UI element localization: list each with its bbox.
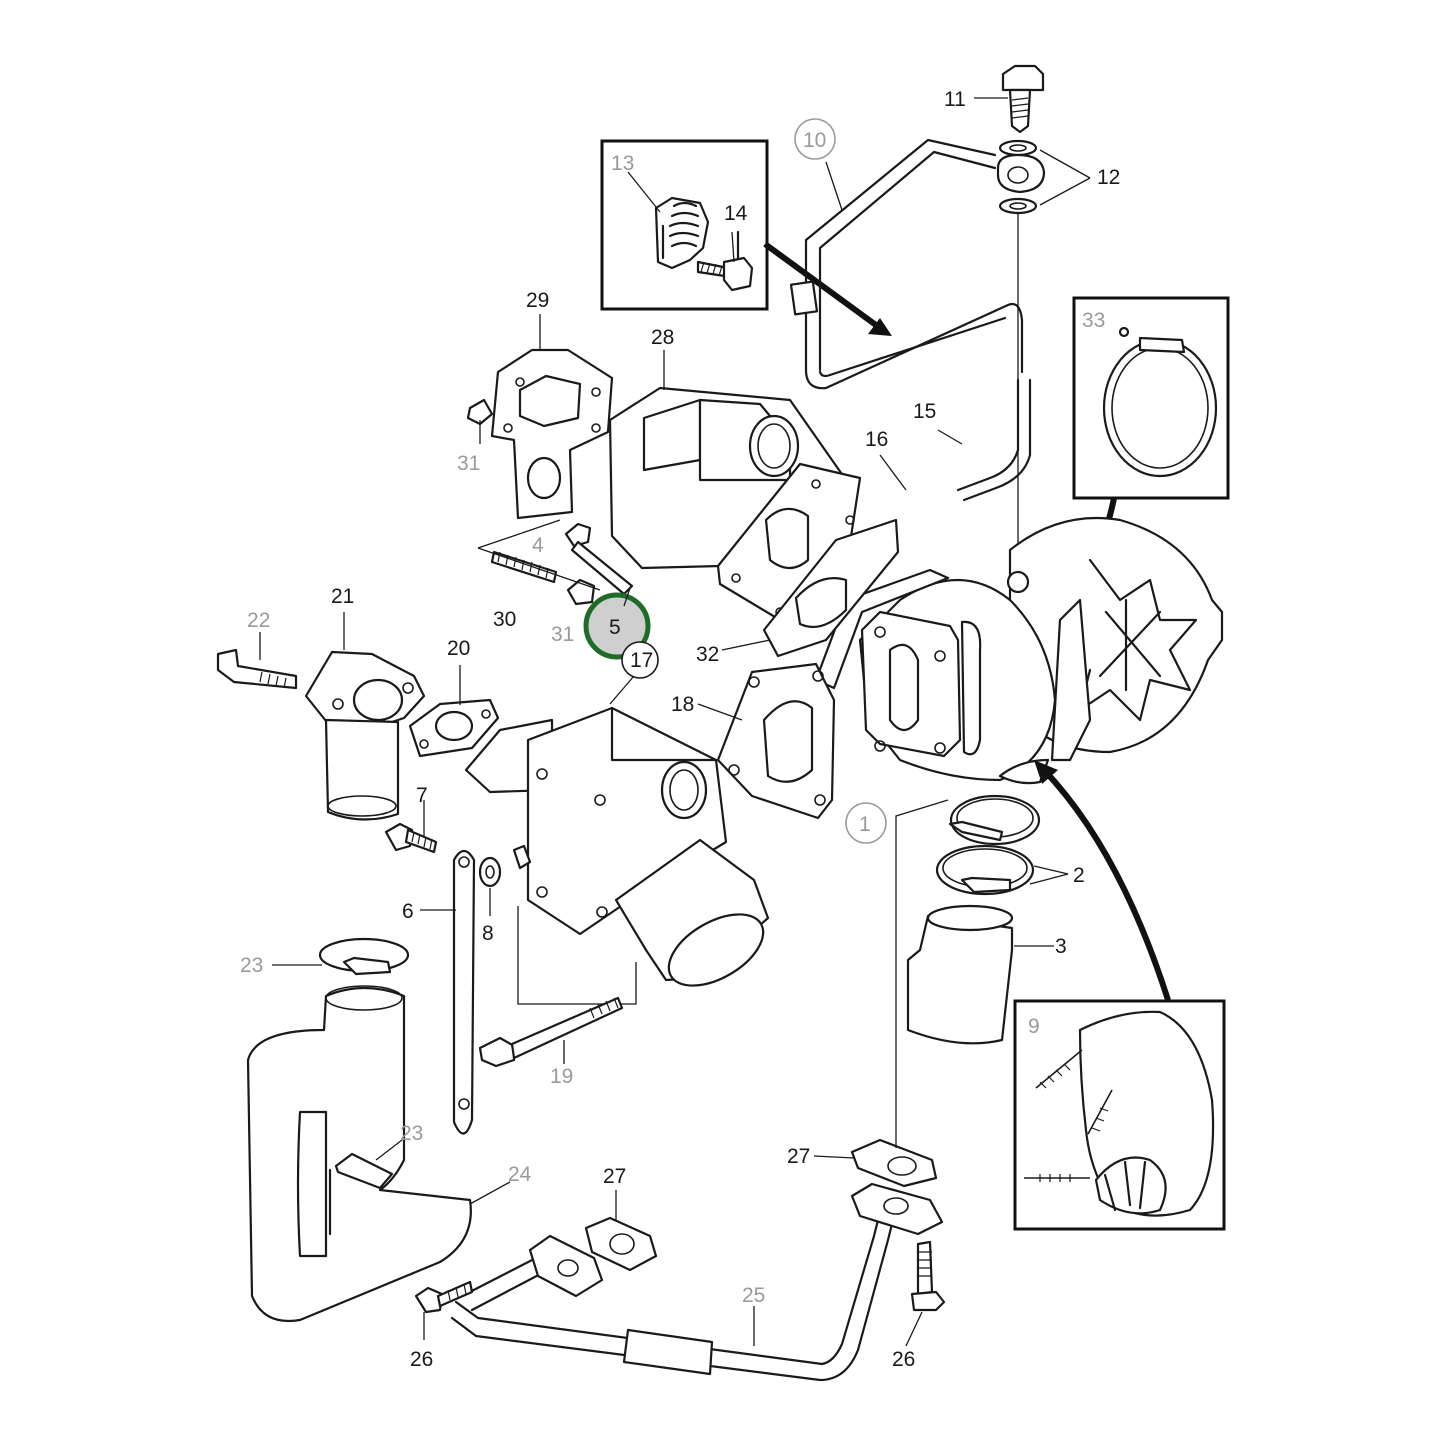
callout-4: 4 [532, 534, 544, 557]
elbow-gasket [762, 518, 900, 658]
callout-26-left: 26 [410, 1348, 433, 1371]
support-strap [384, 822, 624, 1135]
callout-1: 1 [859, 813, 871, 836]
callout-14: 14 [724, 202, 748, 225]
exhaust-elbow-lower [464, 706, 770, 1005]
mounting-bracket [466, 348, 614, 520]
return-pipe [414, 1210, 896, 1382]
callout-26-right: 26 [892, 1348, 915, 1371]
callout-33: 33 [1082, 309, 1105, 332]
callout-labels: 1 2 3 4 5 6 7 8 9 10 11 12 13 14 15 16 1… [240, 88, 1120, 1371]
pointer-arrow-outlet [1034, 760, 1171, 1001]
callout-27-right: 27 [787, 1145, 810, 1168]
callout-28: 28 [651, 326, 674, 349]
callout-8: 8 [482, 922, 494, 945]
callout-24: 24 [508, 1163, 532, 1186]
inset-box-clamp [1072, 296, 1230, 500]
hose-clamps [935, 794, 1041, 896]
callout-18: 18 [671, 693, 694, 716]
callout-31-upper: 31 [457, 452, 480, 475]
callout-20: 20 [447, 637, 470, 660]
inset-box-clip [600, 139, 769, 311]
callout-27-left: 27 [603, 1165, 626, 1188]
callout-32: 32 [696, 643, 719, 666]
callout-11: 11 [944, 88, 966, 111]
callout-25: 25 [742, 1284, 765, 1307]
callout-21: 21 [331, 585, 354, 608]
banjo-bolt [996, 64, 1046, 560]
coolant-hose [246, 937, 472, 1323]
turbocharger [814, 516, 1224, 785]
thermostat-housing [216, 648, 426, 821]
callout-23-lower: 23 [400, 1122, 423, 1145]
drain-flange-upper [850, 799, 949, 1312]
callout-22: 22 [247, 609, 270, 632]
callout-13: 13 [611, 152, 634, 175]
thermostat-gasket [408, 698, 500, 758]
callout-9: 9 [1028, 1015, 1040, 1038]
rubber-hose [906, 904, 1014, 1045]
callout-30: 30 [493, 608, 516, 631]
exhaust-elbow-upper [608, 386, 862, 622]
studs-and-nuts [477, 519, 634, 606]
callout-31-lower: 31 [551, 623, 574, 646]
callout-29: 29 [526, 289, 549, 312]
turbo-gasket [716, 662, 836, 820]
inset-box-heatshield [1013, 999, 1226, 1231]
callout-19: 19 [550, 1065, 573, 1088]
pointer-arrow-clip [763, 241, 892, 336]
highlight-marker [583, 118, 887, 844]
callout-5: 5 [609, 616, 621, 639]
callout-3: 3 [1055, 935, 1067, 958]
callout-12: 12 [1097, 166, 1120, 189]
callout-16: 16 [865, 428, 888, 451]
oil-feed-pipe [789, 138, 1032, 502]
callout-23-upper: 23 [240, 954, 263, 977]
leader-lines [259, 97, 1091, 1347]
callout-10: 10 [803, 129, 826, 152]
callout-17: 17 [630, 649, 653, 672]
callout-2: 2 [1073, 864, 1085, 887]
callout-15: 15 [913, 400, 936, 423]
callout-7: 7 [416, 784, 428, 807]
callout-6: 6 [402, 900, 414, 923]
